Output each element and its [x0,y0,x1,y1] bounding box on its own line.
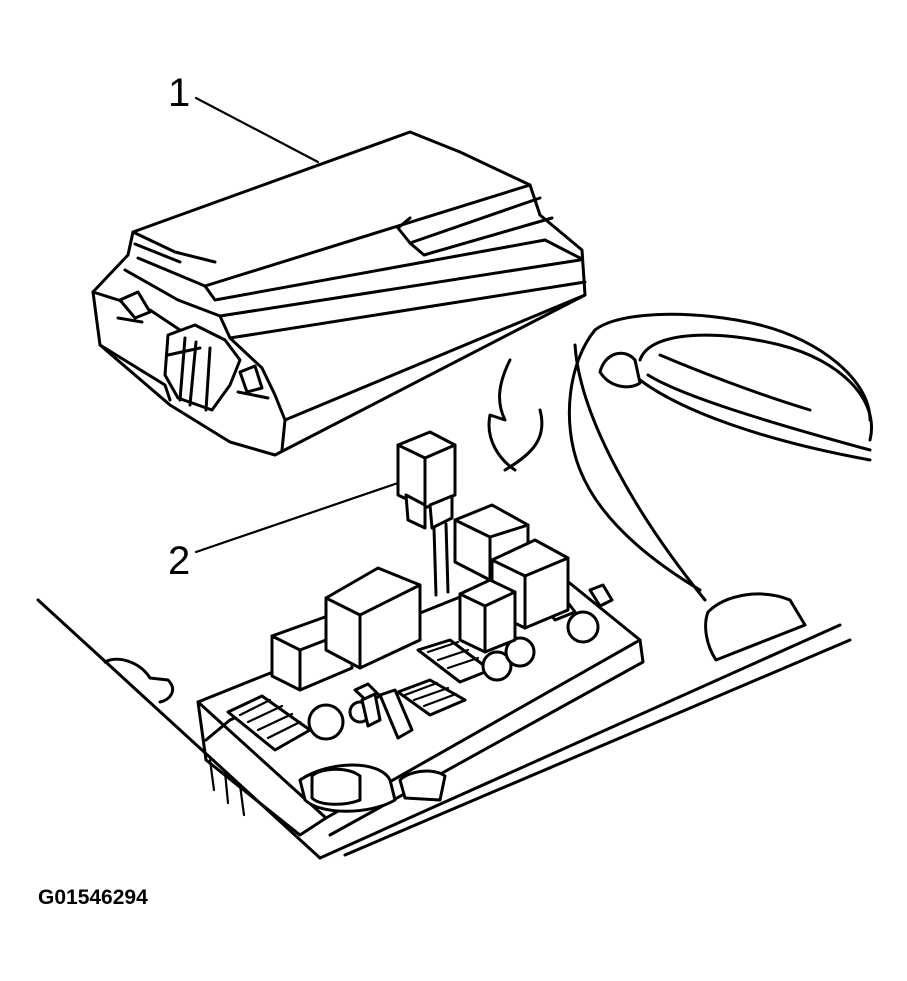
callout-2-label: 2 [168,539,190,583]
relay-block-small [458,578,517,654]
callout-1-label: 1 [168,71,190,115]
callout-1-leader [194,96,320,164]
callout-2: 2 [168,481,400,583]
callout-2-leader [194,481,400,554]
callout-1: 1 [168,71,320,164]
figure-id: G01546294 [38,886,148,909]
engine-bay-outline [36,312,873,860]
fuse-box-cover [91,130,587,457]
relay-terminal-pins [432,522,450,597]
relay-block-center [324,566,422,670]
relay-component [396,430,457,530]
